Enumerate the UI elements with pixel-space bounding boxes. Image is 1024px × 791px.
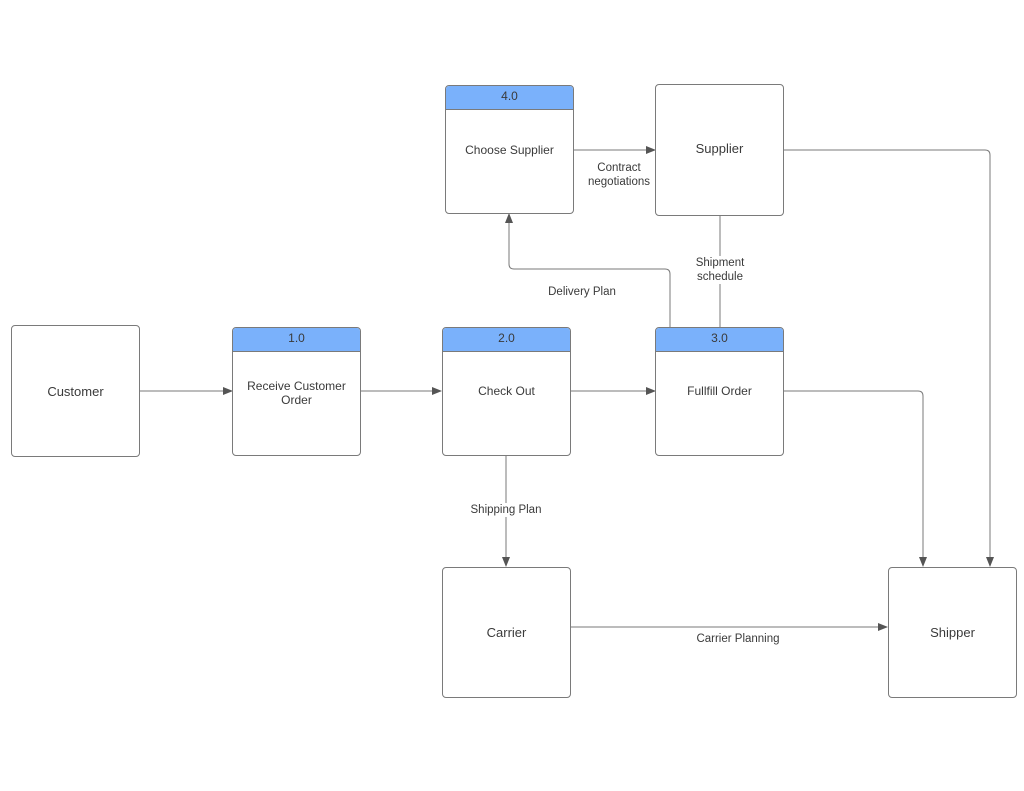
entity-carrier-label: Carrier — [486, 625, 527, 640]
flow-label-delivery: Delivery Plan — [540, 285, 624, 299]
process-2-id: 2.0 — [443, 328, 570, 352]
process-1-label: Receive Customer Order — [247, 379, 346, 407]
process-3-label: Fullfill Order — [687, 384, 752, 398]
process-2-label: Check Out — [478, 384, 535, 398]
flow-fulfill-to-choose — [505, 213, 671, 327]
flow-label-contract: Contract negotiations — [587, 162, 651, 188]
process-choose-supplier[interactable]: 4.0 Choose Supplier — [445, 85, 574, 214]
entity-supplier[interactable]: Supplier — [655, 84, 784, 216]
process-1-id: 1.0 — [233, 328, 360, 352]
process-receive-customer-order[interactable]: 1.0 Receive Customer Order — [232, 327, 361, 456]
flow-supplier-to-shipper — [784, 149, 994, 567]
entity-carrier[interactable]: Carrier — [442, 567, 571, 698]
process-4-label: Choose Supplier — [465, 143, 554, 157]
process-4-id: 4.0 — [446, 86, 573, 110]
process-check-out[interactable]: 2.0 Check Out — [442, 327, 571, 456]
process-3-id: 3.0 — [656, 328, 783, 352]
flow-label-shipping: Shipping Plan — [466, 503, 546, 517]
entity-customer[interactable]: Customer — [11, 325, 140, 457]
entity-customer-label: Customer — [47, 383, 104, 399]
entity-supplier-label: Supplier — [695, 141, 744, 156]
flow-label-carrier-planning: Carrier Planning — [696, 633, 780, 645]
entity-shipper-label: Shipper — [930, 625, 975, 640]
process-fulfill-order[interactable]: 3.0 Fullfill Order — [655, 327, 784, 456]
entity-shipper[interactable]: Shipper — [888, 567, 1017, 698]
flow-fulfill-to-shipper — [784, 390, 927, 567]
flow-label-shipment: Shipment schedule — [690, 256, 750, 284]
